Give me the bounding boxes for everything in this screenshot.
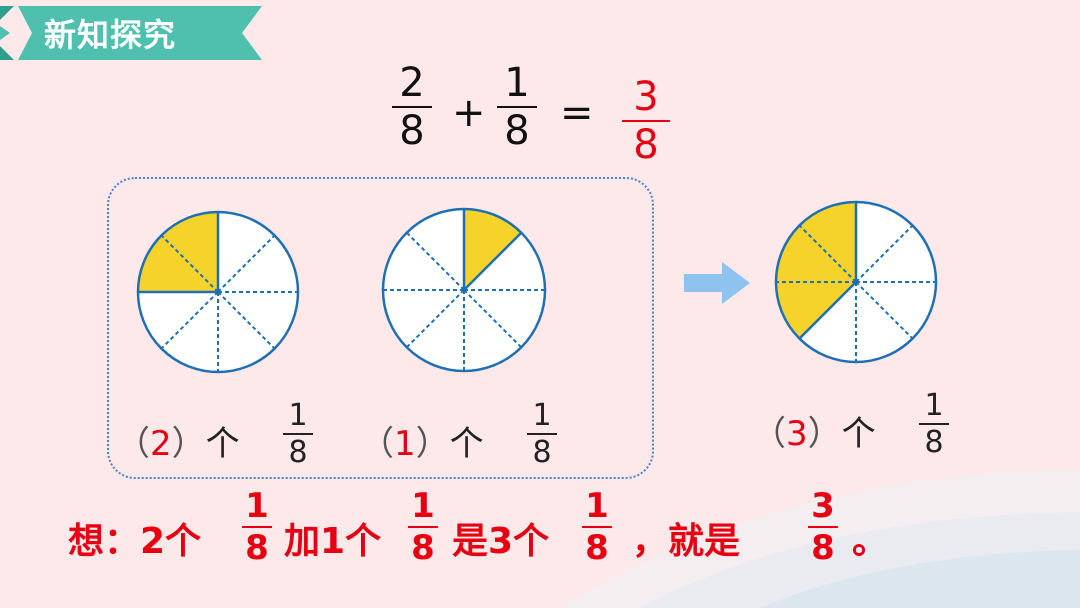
unit-fraction: 1 8 [283, 398, 313, 470]
count-value: 1 [394, 424, 416, 464]
pie-chart-one-eighth [381, 207, 547, 373]
pie-dashed-divider [855, 224, 914, 283]
fraction-denominator: 8 [633, 122, 659, 168]
fraction-denominator: 8 [399, 108, 425, 154]
pie-dashed-divider [855, 281, 914, 340]
equals-sign: = [560, 90, 594, 136]
pie-outline [381, 207, 547, 373]
addends-group-panel [107, 177, 654, 479]
think-mid-2: 是3个 [452, 521, 550, 562]
unit-fraction: 1 8 [527, 398, 557, 470]
pie-outline [136, 210, 300, 374]
fraction-numerator: 1 [504, 60, 530, 106]
section-title: 新知探究 [44, 16, 177, 54]
think-suffix: 。 [852, 521, 889, 562]
fraction-result: 3 8 [622, 74, 670, 168]
count-label-result: （3）个 [752, 414, 876, 454]
pie-dashed-divider [160, 291, 219, 350]
unit-fraction: 1 8 [919, 388, 949, 460]
fraction-numerator: 2 [399, 60, 425, 106]
pie-filled-wedge [464, 209, 522, 290]
pie-outline [774, 200, 938, 364]
section-banner [0, 6, 262, 60]
pie-dashed-divider [217, 291, 276, 350]
pie-wedge-edge [463, 231, 523, 291]
count-label-first: （2）个 [116, 424, 240, 464]
count-label-second: （1）个 [360, 424, 484, 464]
fraction-addend-b: 1 8 [497, 60, 537, 154]
think-mid-1: 加1个 [284, 521, 382, 562]
pie-wedge-edge [798, 281, 857, 340]
think-fraction-2: 1 8 [408, 486, 438, 568]
pie-chart-three-eighths [774, 200, 938, 364]
think-prefix: 想：2个 [68, 521, 202, 562]
fraction-numerator: 3 [633, 74, 659, 120]
pie-dashed-divider [160, 234, 219, 293]
think-fraction-1: 1 8 [242, 486, 272, 568]
think-fraction-4: 3 8 [808, 486, 838, 568]
think-fraction-3: 1 8 [582, 486, 612, 568]
count-value: 2 [150, 424, 172, 464]
pie-dashed-divider [798, 224, 857, 283]
think-mid-3: ，就是 [632, 521, 741, 562]
right-arrow-icon [684, 262, 750, 304]
plus-sign: + [452, 90, 486, 136]
fraction-denominator: 8 [504, 108, 530, 154]
fraction-addend-a: 2 8 [392, 60, 432, 154]
pie-chart-two-eighths [136, 210, 300, 374]
pie-dashed-divider [217, 234, 276, 293]
count-value: 3 [786, 414, 808, 454]
pie-filled-wedge [776, 202, 856, 339]
